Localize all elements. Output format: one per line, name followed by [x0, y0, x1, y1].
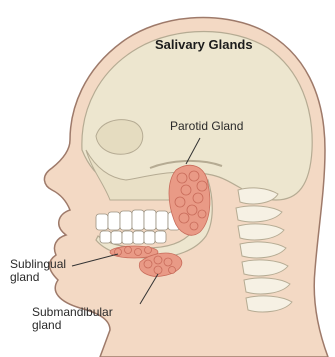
- sublingual-gland-label: Sublingual gland: [10, 258, 66, 284]
- parotid-gland-label: Parotid Gland: [170, 119, 243, 133]
- submandibular-gland-label: Submandibular gland: [32, 306, 113, 332]
- eye-orbit: [96, 120, 143, 155]
- diagram-title: Salivary Glands: [0, 37, 335, 52]
- lower-teeth: [100, 231, 166, 244]
- upper-teeth: [96, 210, 180, 230]
